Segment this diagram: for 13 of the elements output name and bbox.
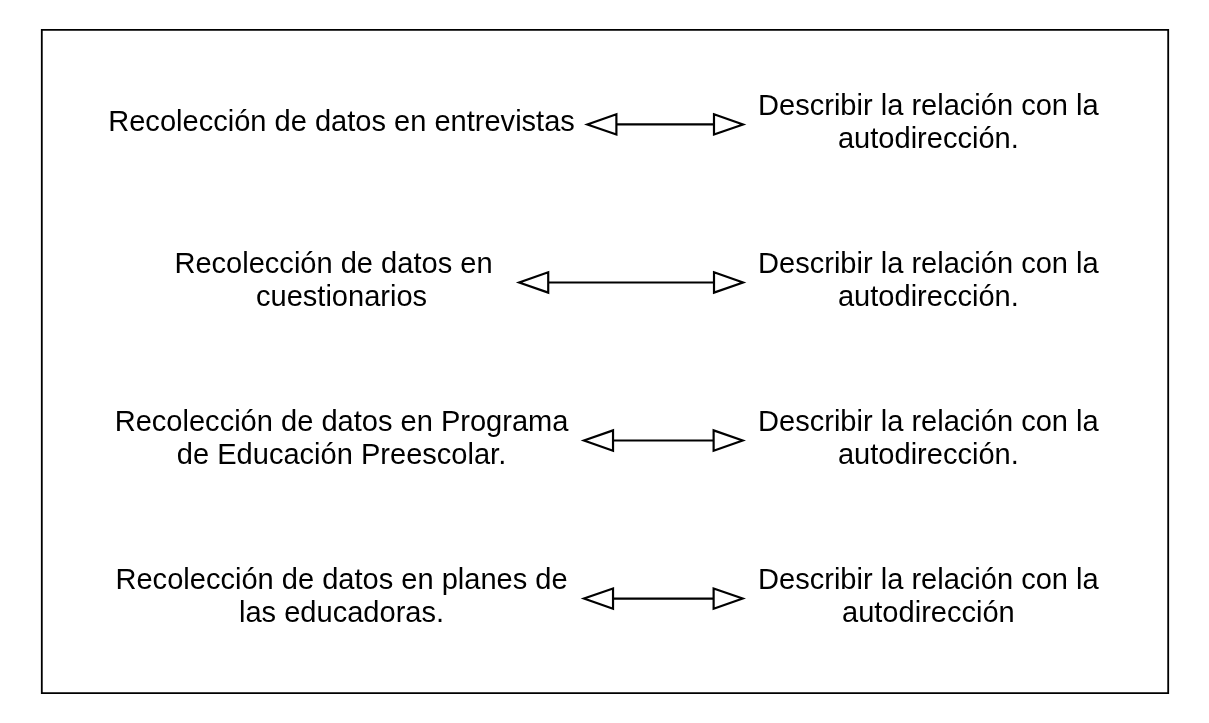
node-text: Recolección de datos en cuestionarios	[173, 247, 493, 312]
arrow	[580, 428, 746, 453]
arrow	[515, 270, 746, 295]
node-text: Recolección de datos en Programa de Educación Preescolar.	[114, 405, 568, 470]
node-text: Describir la relación con la autodirección	[757, 563, 1099, 628]
cluster	[40, 29, 1169, 694]
arrow	[580, 586, 746, 611]
arrow	[583, 112, 746, 137]
node-text: Describir la relación con la autodirección.	[757, 247, 1099, 312]
node-text: Recolección de datos en entrevistas	[107, 105, 575, 138]
node-text: Describir la relación con la autodirección.	[757, 405, 1099, 470]
node-text: Describir la relación con la autodirección.	[757, 88, 1099, 154]
node-text: Recolección de datos en planes de las educadoras.	[114, 563, 568, 628]
